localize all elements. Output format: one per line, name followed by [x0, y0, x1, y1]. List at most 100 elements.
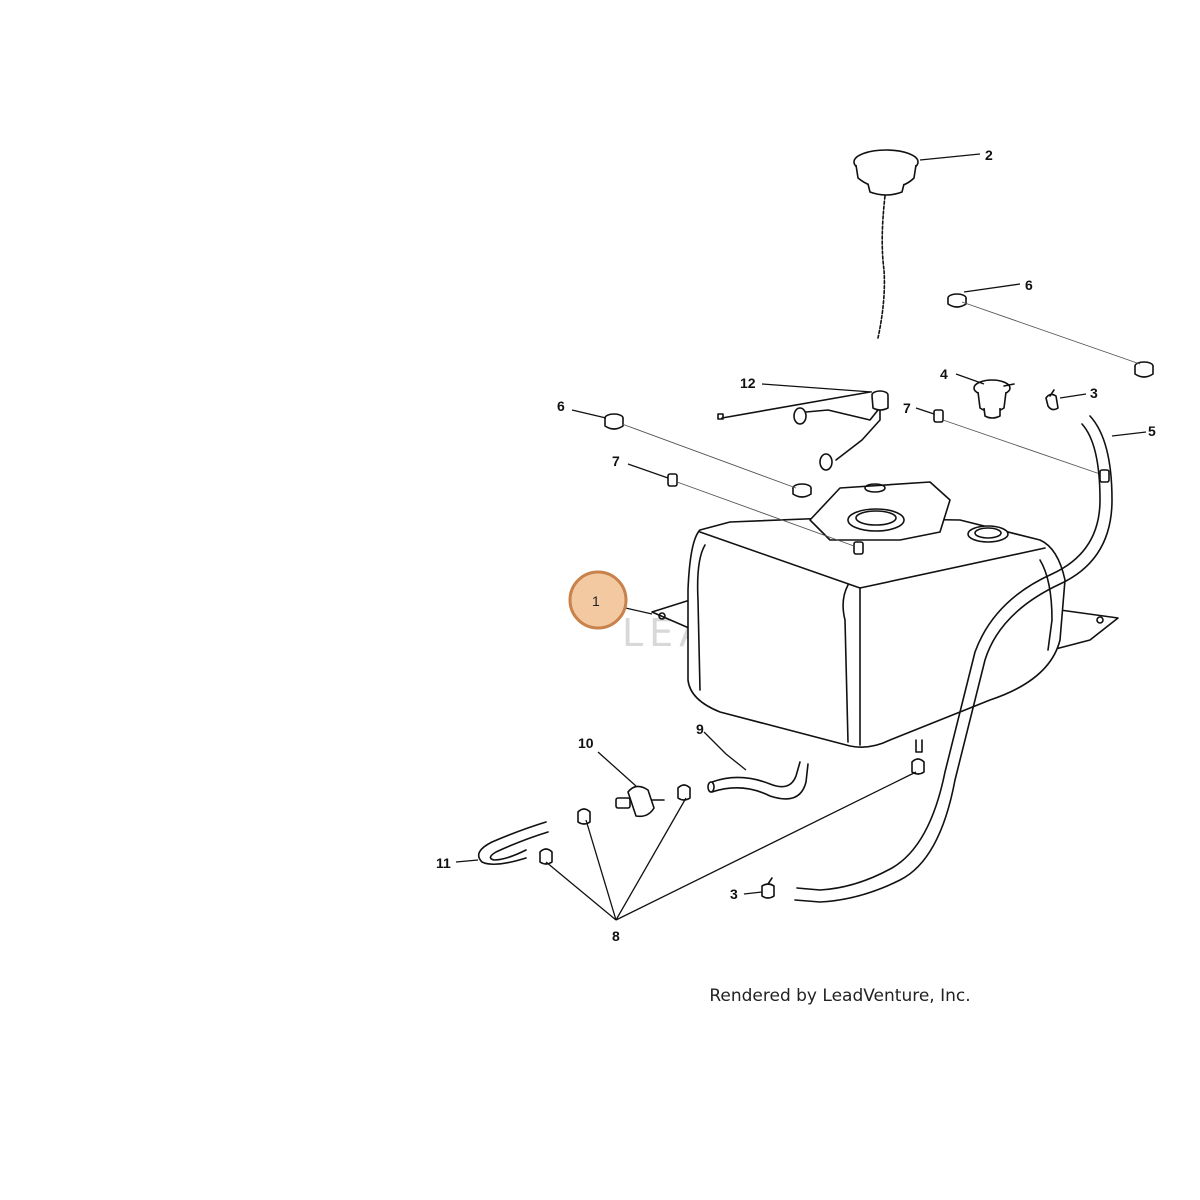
clamp-body [577, 808, 591, 825]
short-hose[interactable] [477, 821, 549, 866]
callout-8[interactable]: 8 [612, 928, 620, 944]
leader-5 [1111, 431, 1147, 437]
valve-nipple [1003, 383, 1015, 387]
clamp-body [911, 758, 925, 775]
hose-clamp-lower[interactable] [761, 877, 775, 899]
filter-inlet [615, 797, 631, 809]
grommet-upper-right[interactable] [1134, 361, 1154, 378]
grommet-body [604, 418, 624, 430]
small-clamp-3[interactable] [677, 784, 691, 801]
hotspot-label: 1 [592, 593, 600, 609]
fuel-cap[interactable] [853, 149, 919, 339]
cap-tether-chain [877, 195, 886, 339]
spacer-body [667, 473, 678, 487]
grommet-center[interactable] [792, 483, 812, 498]
grommet-upper[interactable] [947, 293, 967, 308]
clamp-body [677, 784, 691, 801]
small-clamp-2[interactable] [539, 848, 553, 865]
leader-8d [615, 771, 917, 921]
sender-float [793, 407, 807, 425]
valve-base [983, 407, 1001, 419]
grommet-body [792, 488, 812, 498]
spacer-body [853, 541, 864, 555]
sender-arm [805, 409, 879, 421]
grommet-guide-line [621, 423, 797, 489]
hose-clamp-upper[interactable] [1045, 389, 1059, 411]
callout-11[interactable]: 11 [436, 855, 451, 871]
leader-3a [1059, 393, 1087, 399]
vent-valve[interactable] [973, 379, 1015, 419]
callout-4[interactable]: 4 [940, 366, 948, 382]
fuel-level-sender[interactable] [717, 390, 889, 471]
fuel-hose-outer [711, 761, 801, 788]
fuel-filter[interactable] [615, 785, 665, 818]
sender-float [819, 453, 833, 471]
grommet-guide-line [961, 301, 1141, 365]
callout-6[interactable]: 6 [557, 398, 565, 414]
vent-hose[interactable] [794, 415, 1113, 903]
clamp-tab [767, 877, 773, 885]
grommet-body [1134, 366, 1154, 378]
leader-11 [455, 859, 479, 863]
vent-hose-outer [794, 415, 1113, 903]
grommet-left[interactable] [604, 413, 624, 430]
flange-hole [1096, 616, 1104, 624]
leader-6b [571, 409, 607, 419]
sender-rod [835, 409, 881, 461]
callout-3[interactable]: 3 [1090, 385, 1098, 401]
sender-wire [721, 391, 871, 419]
leader-7b [627, 463, 669, 479]
small-clamp-1[interactable] [577, 808, 591, 825]
callout-3[interactable]: 3 [730, 886, 738, 902]
callout-2[interactable]: 2 [985, 147, 993, 163]
leader-8a [585, 819, 617, 921]
spacer-upper[interactable] [933, 409, 944, 423]
callout-10[interactable]: 10 [578, 735, 594, 751]
leader-9 [703, 731, 747, 771]
tank-body [687, 517, 1066, 748]
callout-9[interactable]: 9 [696, 721, 704, 737]
leader-2 [919, 153, 981, 161]
short-hose-outer [477, 821, 547, 866]
spacer-body [933, 409, 944, 423]
fuel-hose[interactable] [707, 761, 809, 800]
hotspot-part-1[interactable]: 1 [568, 570, 628, 630]
clamp-tab [1049, 389, 1055, 397]
hotspot-circle[interactable] [568, 570, 628, 630]
flange-hole [658, 612, 666, 620]
spacer-right[interactable] [1099, 469, 1110, 483]
spacer-center[interactable] [853, 541, 864, 555]
leader-6a [963, 283, 1021, 293]
tank-outlet [915, 739, 923, 753]
small-clamp-4[interactable] [911, 758, 925, 775]
leader-7a [915, 407, 935, 415]
leader-lines [455, 153, 1147, 921]
callout-6[interactable]: 6 [1025, 277, 1033, 293]
hose-end [707, 781, 715, 793]
render-credit: Rendered by LeadVenture, Inc. [709, 986, 971, 1006]
leader-4 [955, 373, 985, 385]
sender-port [864, 483, 886, 493]
tank-corner-bevel [842, 584, 849, 743]
leader-3b [743, 891, 763, 895]
callout-7[interactable]: 7 [612, 453, 620, 469]
fuel-tank[interactable] [651, 481, 1119, 753]
sender-flange [871, 395, 889, 411]
filter-body [627, 785, 655, 818]
vent-port-inner [974, 527, 1002, 539]
sender-connector [717, 413, 724, 420]
callout-labels: 2 6 4 3 12 6 7 7 5 10 9 11 3 8 [436, 147, 1156, 944]
cap-base [867, 183, 905, 196]
short-hose-inner [489, 831, 549, 861]
clamp-body [539, 848, 553, 865]
clamp-body [1045, 393, 1059, 411]
spacer-left[interactable] [667, 473, 678, 487]
callout-7[interactable]: 7 [903, 400, 911, 416]
leader-10 [597, 751, 637, 787]
leader-8c [615, 797, 687, 921]
callout-12[interactable]: 12 [740, 375, 756, 391]
clamp-body [761, 883, 775, 899]
fuel-hose-inner [711, 763, 809, 800]
callout-5[interactable]: 5 [1148, 423, 1156, 439]
